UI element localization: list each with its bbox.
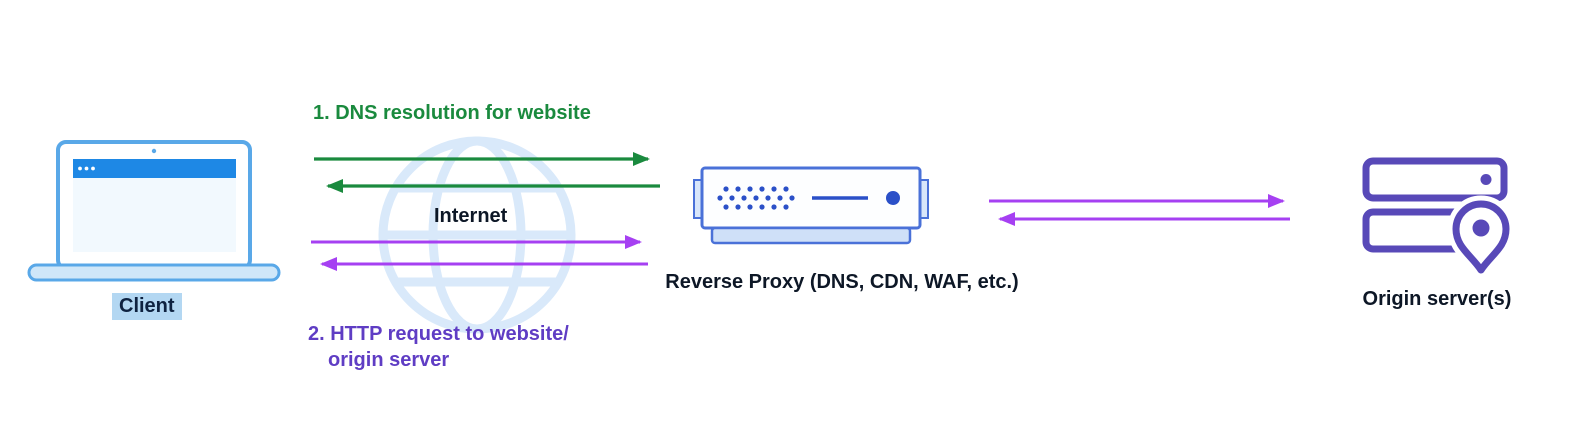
location-pin-icon (1447, 195, 1515, 279)
origin-server-bar-top (1362, 157, 1508, 202)
client-laptop-icon (27, 140, 281, 282)
proxy-indicator-dot (886, 191, 900, 205)
laptop-base (27, 263, 281, 282)
origin-servers-icon (1362, 157, 1515, 279)
laptop-browser-titlebar (73, 159, 236, 178)
internet-globe-icon (378, 136, 576, 334)
location-pin-center-dot (1472, 219, 1490, 237)
origin-server-top-dot (1480, 174, 1492, 185)
proxy-dot-pattern (717, 186, 795, 210)
origin-servers-label: Origin server(s) (1362, 288, 1512, 310)
internet-label: Internet (434, 205, 508, 227)
http-arrows-origin (989, 194, 1290, 226)
dns-arrows (314, 152, 660, 193)
location-pin-body (1452, 200, 1510, 274)
proxy-base-tray (710, 226, 912, 245)
step2-http-label: 2. HTTP request to website/ origin serve… (308, 321, 569, 373)
reverse-proxy-label: Reverse Proxy (DNS, CDN, WAF, etc.) (665, 271, 1019, 293)
reverse-proxy-icon (693, 166, 929, 245)
laptop-camera-dot (151, 148, 157, 154)
laptop-window-control-dots (78, 166, 95, 171)
step2-http-label-line1: 2. HTTP request to website/ (308, 323, 569, 345)
client-label: Client (112, 293, 182, 320)
step1-dns-label: 1. DNS resolution for website (313, 102, 591, 124)
step2-http-label-line2: origin server (328, 349, 450, 371)
laptop-browser-page (73, 178, 236, 252)
http-arrows-client (311, 235, 648, 271)
